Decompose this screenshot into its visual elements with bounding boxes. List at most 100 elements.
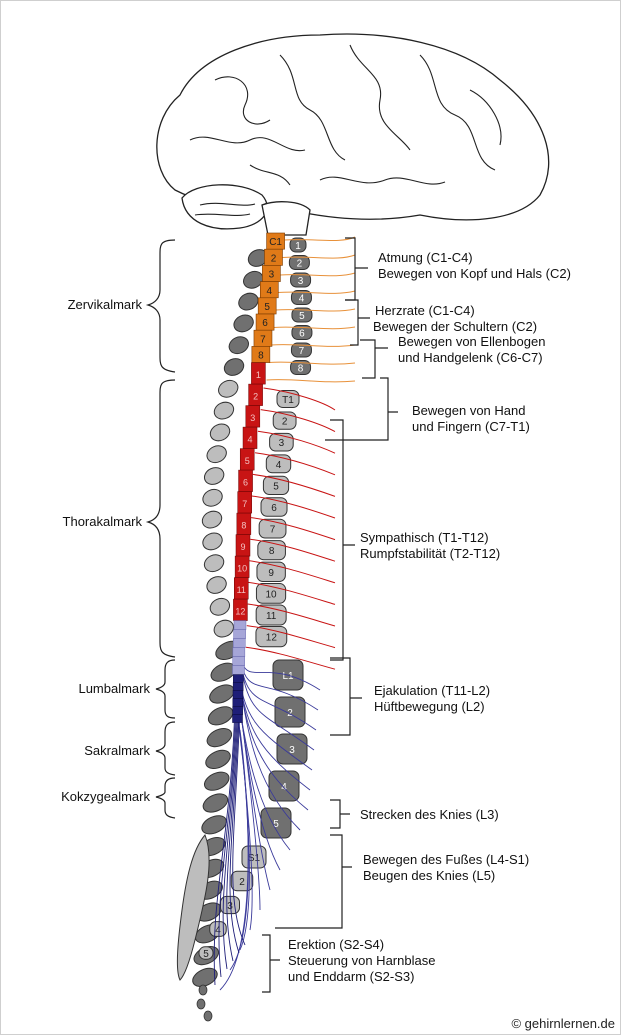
spinous-process	[202, 552, 227, 575]
function-line: Sympathisch (T1-T12)	[360, 530, 500, 546]
cord-segment-lumbar	[234, 630, 246, 639]
cord-segment-label: 11	[237, 585, 246, 595]
vertebra-label: 4	[299, 294, 305, 305]
nerve-thoracic	[261, 410, 335, 432]
function-line: Bewegen der Schultern (C2)	[373, 319, 537, 335]
region-label-thoracic: Thorakalmark	[30, 514, 142, 530]
brace-lumbar	[156, 660, 175, 718]
brace-sacral	[156, 722, 175, 775]
vertebra-label: S1	[248, 853, 261, 864]
cord-segment-label: C1	[269, 237, 282, 248]
cerebellum	[182, 185, 267, 229]
cord-segment-label: 1	[256, 370, 261, 380]
function-ellenbogen: Bewegen von Ellenbogen und Handgelenk (C…	[398, 334, 545, 366]
cord-segment-label: 9	[240, 542, 245, 552]
function-line: Erektion (S2-S4)	[288, 937, 435, 953]
vertebra-label: T1	[282, 395, 294, 406]
function-line: Bewegen von Kopf und Hals (C2)	[378, 266, 571, 282]
vertebra-label: 2	[239, 877, 245, 888]
bracket-fuss	[275, 835, 352, 928]
spinous-process	[204, 574, 229, 597]
cord-segment-lumbar	[232, 666, 244, 675]
nerve-cervical	[278, 291, 355, 293]
region-label-lumbar: Lumbalmark	[30, 681, 150, 697]
vertebra-label: 5	[273, 481, 279, 492]
spinous-process	[236, 290, 261, 313]
vertebra-label: 11	[266, 611, 277, 622]
vertebra-label: 7	[299, 346, 305, 357]
function-line: Hüftbewegung (L2)	[374, 699, 490, 715]
bracket-erektion	[262, 935, 280, 992]
spinous-process	[203, 747, 233, 772]
function-line: Steuerung von Harnblase	[288, 953, 435, 969]
nerve-cervical	[271, 345, 355, 347]
cord-segment-label: 3	[269, 270, 275, 281]
vertebra-label: 9	[268, 568, 274, 579]
function-line: und Handgelenk (C6-C7)	[398, 350, 545, 366]
function-line: Rumpfstabilität (T2-T12)	[360, 546, 500, 562]
vertebra-label: 3	[298, 276, 304, 287]
function-line: Bewegen von Hand	[412, 403, 530, 419]
nerve-cervical	[273, 327, 355, 329]
bracket-ellenbogen	[360, 340, 388, 378]
nerve-cervical	[267, 380, 355, 382]
function-knie: Strecken des Knies (L3)	[360, 807, 499, 823]
spinous-process	[200, 508, 225, 531]
spinous-process	[205, 703, 235, 728]
function-hand: Bewegen von Hand und Fingern (C7-T1)	[412, 403, 530, 435]
spinous-process	[222, 356, 247, 379]
brace-coccygeal	[156, 778, 175, 818]
bracket-atmung	[345, 238, 368, 300]
vertebra-label: 6	[271, 503, 277, 514]
vertebra-label: 4	[215, 925, 221, 936]
copyright-notice: © gehirnlernen.de	[511, 1016, 615, 1031]
brace-thoracic	[148, 380, 175, 657]
cord-segment-lumbar	[234, 621, 246, 630]
cord-segment-label: 6	[243, 478, 248, 488]
cord-segment-label: 8	[241, 521, 246, 531]
vertebra-label: 2	[297, 259, 303, 270]
bracket-hand	[325, 378, 398, 440]
function-line: Atmung (C1-C4)	[378, 250, 571, 266]
spinous-process	[226, 334, 251, 357]
function-fuss: Bewegen des Fußes (L4-S1) Beugen des Kni…	[363, 852, 529, 884]
cord-segment-label: 12	[235, 607, 245, 617]
cord-segment-label: 7	[260, 334, 266, 345]
coccyx-segment	[204, 1011, 212, 1021]
function-line: und Enddarm (S2-S3)	[288, 969, 435, 985]
region-label-sacral: Sakralmark	[30, 743, 150, 759]
bracket-knie	[330, 800, 350, 828]
spinous-process	[216, 377, 241, 400]
cord-segment-label: 2	[271, 253, 277, 264]
function-line: Bewegen des Fußes (L4-S1)	[363, 852, 529, 868]
vertebra-label: 7	[270, 525, 276, 536]
region-label-coccygeal: Kokzygealmark	[20, 789, 150, 805]
cord-segment-lumbar	[233, 648, 245, 657]
vertebra-label: 10	[265, 589, 277, 600]
spinous-process	[200, 530, 225, 553]
coccyx-segment	[199, 985, 207, 995]
cord-segment-lumbar	[233, 657, 245, 666]
cord-segment-label: 5	[264, 302, 270, 313]
vertebra-label: 12	[266, 633, 278, 644]
function-herzrate: Herzrate (C1-C4) Bewegen der Schultern (…	[373, 303, 537, 335]
function-line: und Fingern (C7-T1)	[412, 419, 530, 435]
spinous-process	[200, 790, 230, 815]
vertebra-label: 5	[203, 949, 209, 960]
cord-segment-sacral	[233, 715, 243, 723]
spinous-process	[207, 595, 232, 618]
region-label-cervical: Zervikalmark	[30, 297, 142, 313]
cord-segment-label: 5	[245, 456, 250, 466]
vertebra-label: 8	[269, 546, 275, 557]
function-atmung: Atmung (C1-C4) Bewegen von Kopf und Hals…	[378, 250, 571, 282]
spinous-process	[202, 768, 232, 793]
vertebra-label: 5	[299, 311, 305, 322]
vertebra-label: 5	[273, 819, 279, 830]
cord-segment-sacral	[233, 699, 243, 707]
vertebra-label: 3	[279, 438, 285, 449]
nerve-cervical	[269, 362, 355, 364]
coccyx-segment	[197, 999, 205, 1009]
cord-segment-label: 2	[253, 392, 258, 402]
function-erektion: Erektion (S2-S4) Steuerung von Harnblase…	[288, 937, 435, 985]
bracket-sympathisch	[330, 420, 355, 660]
